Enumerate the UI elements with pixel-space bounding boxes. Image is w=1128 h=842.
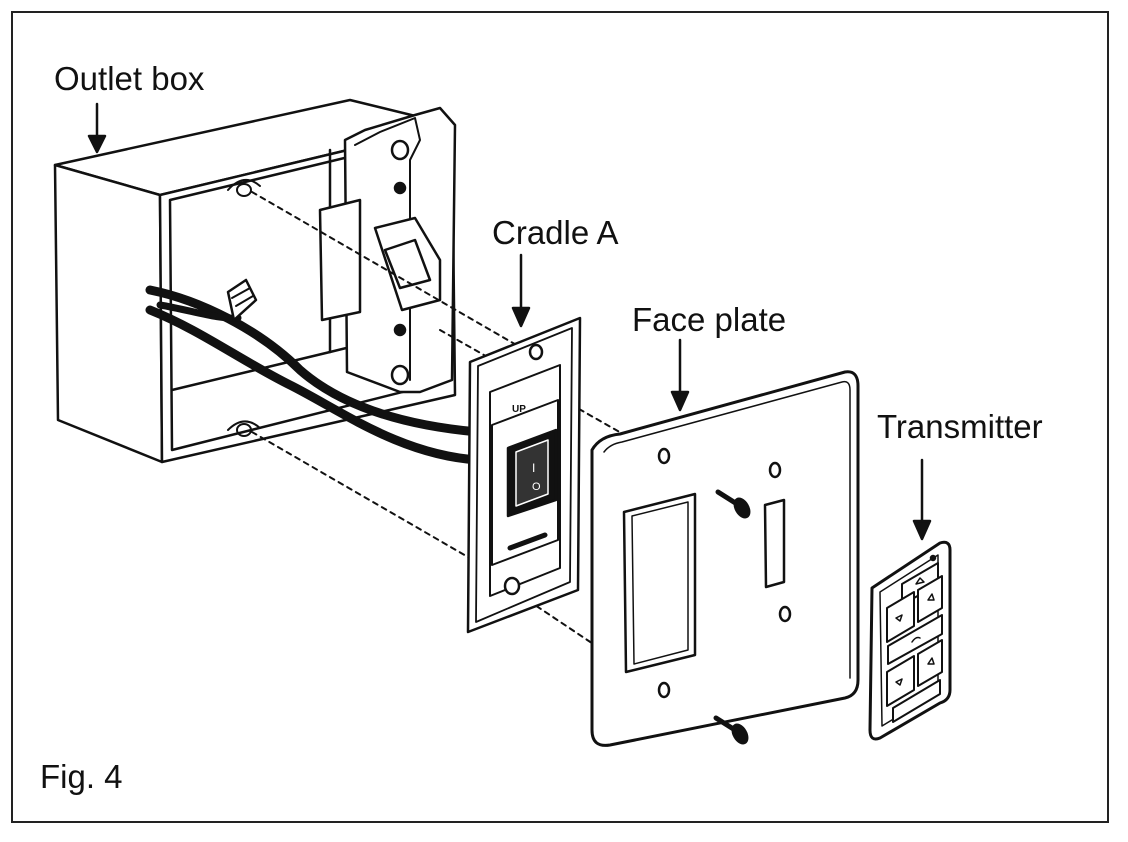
screw-bottom: [713, 715, 749, 745]
cradle-a: [466, 316, 582, 634]
wire-nut: [226, 278, 258, 322]
screw-top: [715, 489, 751, 519]
up-mark: UP: [512, 404, 526, 415]
arrow-transmitter: [912, 458, 932, 541]
arrow-cradle-a: [511, 253, 531, 328]
arrow-outlet-box: [87, 102, 107, 154]
label-cradle-a: Cradle A: [492, 214, 619, 251]
switch-off-mark: O: [532, 481, 541, 493]
switch-on-mark: I: [532, 461, 535, 475]
figure-caption: Fig. 4: [40, 758, 123, 795]
label-face-plate: Face plate: [632, 301, 787, 338]
transmitter-remote: [868, 540, 952, 741]
label-transmitter: Transmitter: [877, 408, 1043, 445]
label-outlet-box: Outlet box: [54, 60, 205, 97]
toggle-switch: [318, 106, 457, 394]
face-plate: [590, 370, 860, 747]
arrow-face-plate: [670, 338, 690, 412]
